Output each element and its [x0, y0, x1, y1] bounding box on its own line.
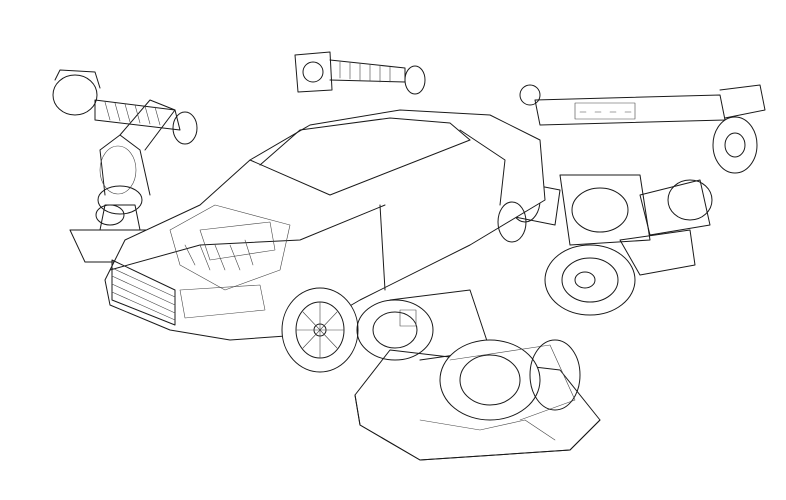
car [104, 109, 546, 373]
rear-wheel [497, 201, 527, 243]
robot-arm-right [519, 84, 766, 276]
engine [169, 204, 291, 291]
robot-arm-left [52, 69, 198, 263]
robot-arm-bottom [354, 289, 601, 461]
grille [111, 259, 176, 326]
